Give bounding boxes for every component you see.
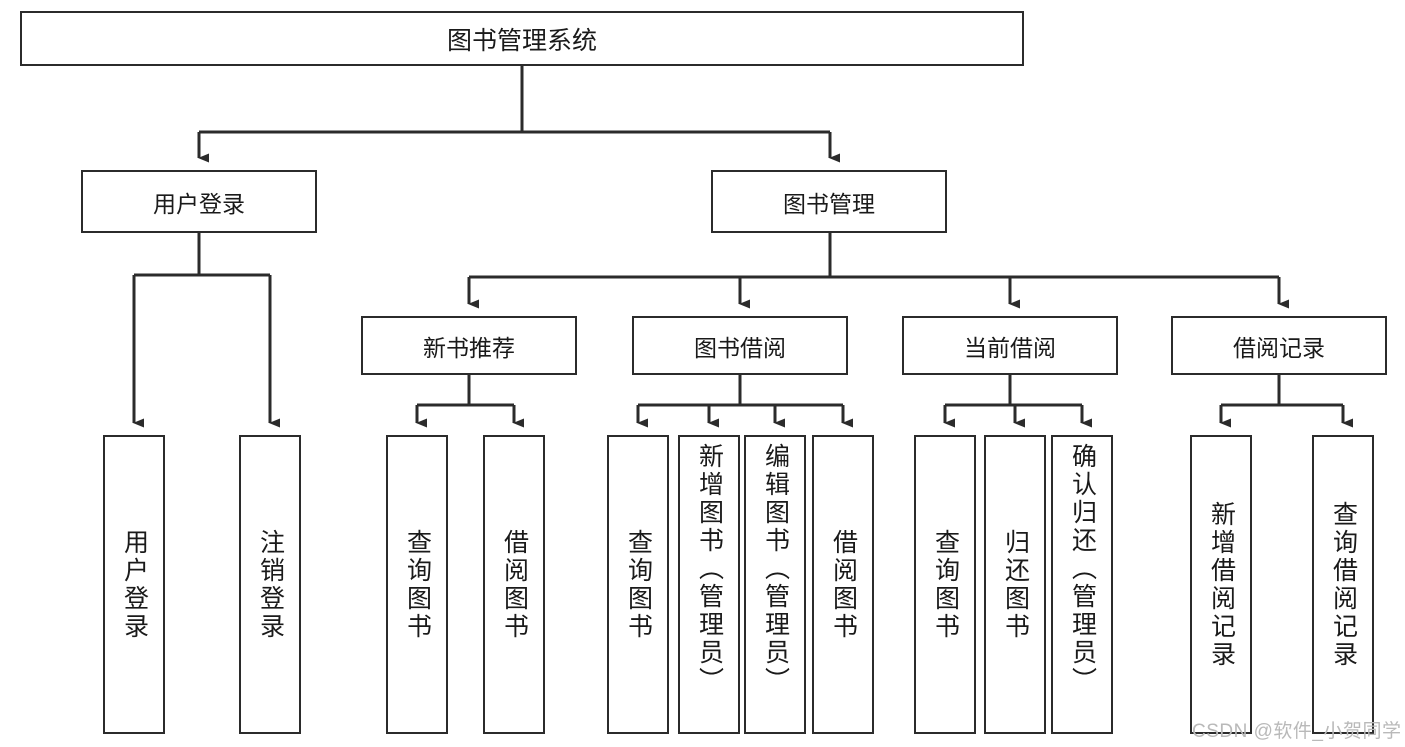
node-label: 注销登录 [256,528,285,641]
node-current-borrow[interactable]: 当前借阅 [902,316,1118,375]
node-label: 借阅图书 [829,528,858,641]
node-label: 当前借阅 [964,334,1056,361]
leaf-edit-book-admin[interactable]: 编辑图书（管理员） [744,435,806,734]
node-label: 确认归还（管理员） [1068,443,1097,695]
leaf-query-book-borrow[interactable]: 查询图书 [607,435,669,734]
node-label: 图书管理系统 [446,26,597,55]
node-label: 查询图书 [403,528,432,641]
node-user-login[interactable]: 用户登录 [81,170,317,233]
leaf-confirm-return-admin[interactable]: 确认归还（管理员） [1051,435,1113,734]
leaf-return-book[interactable]: 归还图书 [984,435,1046,734]
node-label: 图书管理 [783,190,875,217]
leaf-borrow-book-recommend[interactable]: 借阅图书 [483,435,545,734]
node-label: 用户登录 [153,190,245,217]
edge-new-books-to-leaves [415,375,524,428]
node-new-book-recommend[interactable]: 新书推荐 [361,316,577,375]
node-label: 用户登录 [120,528,149,641]
node-borrow-records[interactable]: 借阅记录 [1171,316,1387,375]
edge-root-to-level2 [197,66,840,163]
leaf-logout[interactable]: 注销登录 [239,435,301,734]
node-label: 查询借阅记录 [1329,500,1358,669]
leaf-add-borrow-record[interactable]: 新增借阅记录 [1190,435,1252,734]
node-label: 新增借阅记录 [1207,500,1236,669]
node-label: 新增图书（管理员） [695,443,724,695]
node-label: 查询图书 [624,528,653,641]
leaf-borrow-book[interactable]: 借阅图书 [812,435,874,734]
leaf-add-book-admin[interactable]: 新增图书（管理员） [678,435,740,734]
node-label: 图书借阅 [694,334,786,361]
node-book-borrow[interactable]: 图书借阅 [632,316,848,375]
edge-current-borrow-to-leaves [943,375,1092,428]
node-root-system[interactable]: 图书管理系统 [20,11,1024,66]
leaf-query-book-current[interactable]: 查询图书 [914,435,976,734]
leaf-query-book-recommend[interactable]: 查询图书 [386,435,448,734]
node-label: 新书推荐 [423,334,515,361]
node-label: 借阅记录 [1233,334,1325,361]
node-label: 借阅图书 [500,528,529,641]
leaf-query-borrow-record[interactable]: 查询借阅记录 [1312,435,1374,734]
edge-user-login-to-leaves [132,233,280,428]
node-label: 编辑图书（管理员） [761,443,790,695]
leaf-user-login[interactable]: 用户登录 [103,435,165,734]
node-label: 归还图书 [1001,528,1030,641]
node-label: 查询图书 [931,528,960,641]
csdn-watermark: CSDN @软件_小贺同学 [1192,721,1402,742]
edge-book-mgmt-to-level3 [467,233,1289,309]
edge-borrow-to-leaves [636,375,853,428]
node-book-management[interactable]: 图书管理 [711,170,947,233]
edge-records-to-leaves [1219,375,1353,428]
